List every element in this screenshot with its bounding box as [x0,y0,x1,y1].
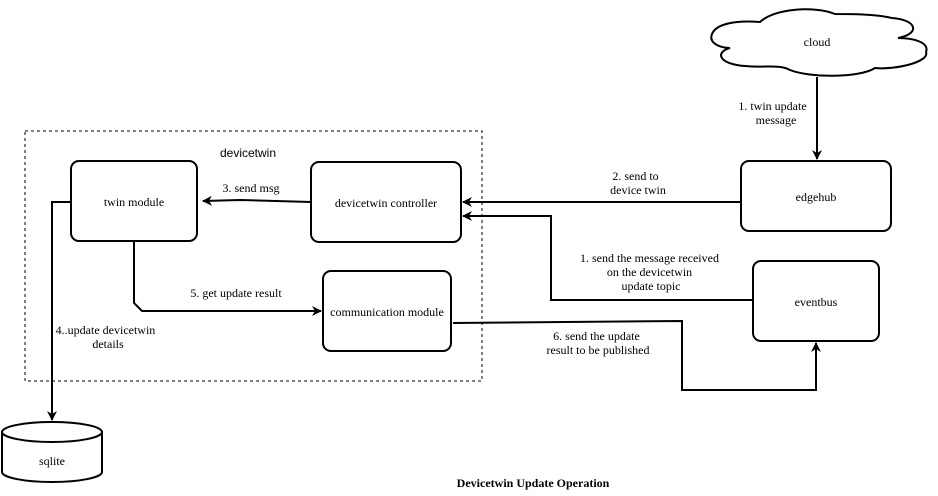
svg-text:6. send the update resul: 6. send the update result to be publishe… [547,329,650,357]
edge-label-line: result to be published [547,343,650,357]
communication-module-node: communication module [322,270,452,352]
edge-label-line: update topic [622,279,681,293]
svg-text:2. send to device twin: 2. send to device twin [610,169,666,197]
twin-module-label: twin module [104,195,164,209]
edge-controller-to-twin: 3. send msg [202,181,312,206]
devicetwin-controller-node: devicetwin controller [310,161,462,243]
edge-twin-to-sqlite: 4..update devicetwin details [47,201,159,421]
sqlite-node: sqlite [1,421,103,483]
edge-label-line: 6. send the update [553,329,640,343]
edge-label-line: on the devicetwin [607,265,692,279]
edge-label-line: 2. send to [612,169,658,183]
edge-comm-to-eventbus: 6. send the update result to be publishe… [452,319,821,391]
edge-label-line: device twin [610,183,666,197]
svg-text:4..update devicetwin det: 4..update devicetwin details [56,323,159,351]
edge-label-line: details [92,337,124,351]
edge-label-line: 1. twin update [738,99,806,113]
edge-label-line: 3. send msg [223,181,280,195]
edge-label-line: 1. send the message received [580,251,719,265]
edge-edgehub-to-controller: 2. send to device twin [462,169,741,207]
cloud-node: cloud [710,8,928,77]
edge-eventbus-to-controller: 1. send the message received on the devi… [462,211,753,301]
eventbus-node: eventbus [752,260,880,342]
diagram-title: Devicetwin Update Operation [457,476,610,490]
communication-module-label: communication module [330,305,444,319]
eventbus-label: eventbus [795,295,838,309]
devicetwin-group-label: devicetwin [220,146,276,160]
edge-label-line: message [756,113,797,127]
sqlite-label: sqlite [39,454,65,468]
edgehub-node: edgehub [740,160,892,232]
edge-twin-to-comm: 5. get update result [133,241,322,316]
svg-text:1. twin update message: 1. twin update message [738,99,809,127]
twin-module-node: twin module [70,160,198,242]
edge-cloud-to-edgehub: 1. twin update message [738,77,822,160]
devicetwin-group: devicetwin [24,130,483,382]
edgehub-label: edgehub [796,190,837,204]
svg-text:1. send the message received: 1. send the message received on the devi… [580,251,722,293]
devicetwin-controller-label: devicetwin controller [335,196,437,210]
edge-label-line: 4..update devicetwin [56,323,156,337]
edge-label-line: 5. get update result [190,286,282,300]
cloud-label: cloud [804,35,831,49]
